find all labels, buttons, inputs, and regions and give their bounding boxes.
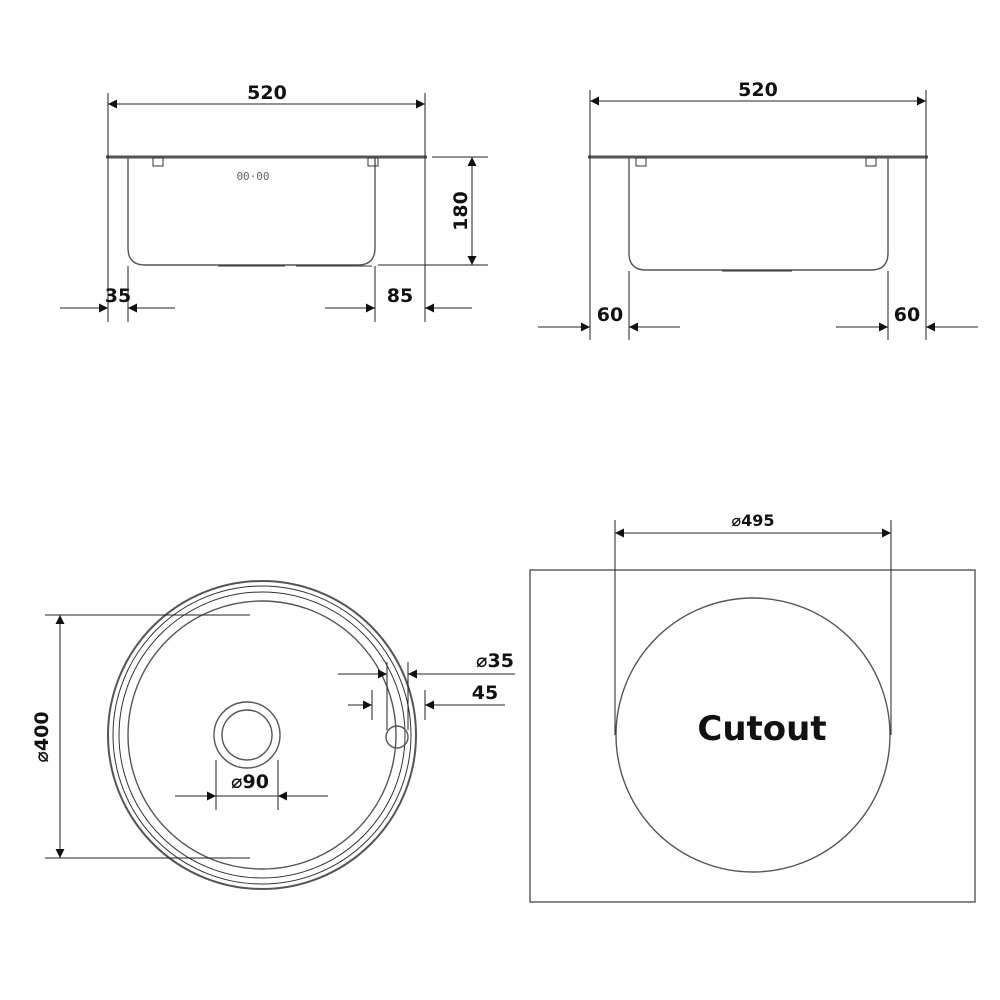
- cutout-diameter-label: ⌀495: [731, 511, 774, 530]
- front-right-offset-label: 85: [387, 285, 413, 307]
- front-depth-label: 180: [450, 191, 472, 231]
- drain-inner: [221, 709, 273, 761]
- cutout-view: ⌀495 Cutout: [529, 511, 976, 903]
- drain-outer: [213, 701, 281, 769]
- drain-diameter-label: ⌀90: [231, 771, 269, 793]
- top-diameter-label: ⌀400: [31, 711, 53, 762]
- tap-hole-diameter-label: ⌀35: [476, 650, 514, 672]
- top-view: ⌀400 ⌀90 ⌀35 45: [31, 580, 515, 890]
- side-left-offset-label: 60: [597, 304, 623, 326]
- tap-hole: [385, 725, 409, 749]
- side-width-label: 520: [738, 79, 778, 101]
- cutout-circle: [615, 597, 891, 873]
- tap-offset-label: 45: [472, 682, 498, 704]
- front-width-label: 520: [247, 82, 287, 104]
- svg-text:00·00: 00·00: [236, 170, 269, 183]
- front-view: 00·00 520 180 35 85: [60, 82, 488, 322]
- cutout-title: Cutout: [697, 709, 826, 749]
- side-right-offset-label: 60: [894, 304, 920, 326]
- front-left-offset-label: 35: [105, 285, 131, 307]
- side-view: 520 60 60: [538, 79, 978, 340]
